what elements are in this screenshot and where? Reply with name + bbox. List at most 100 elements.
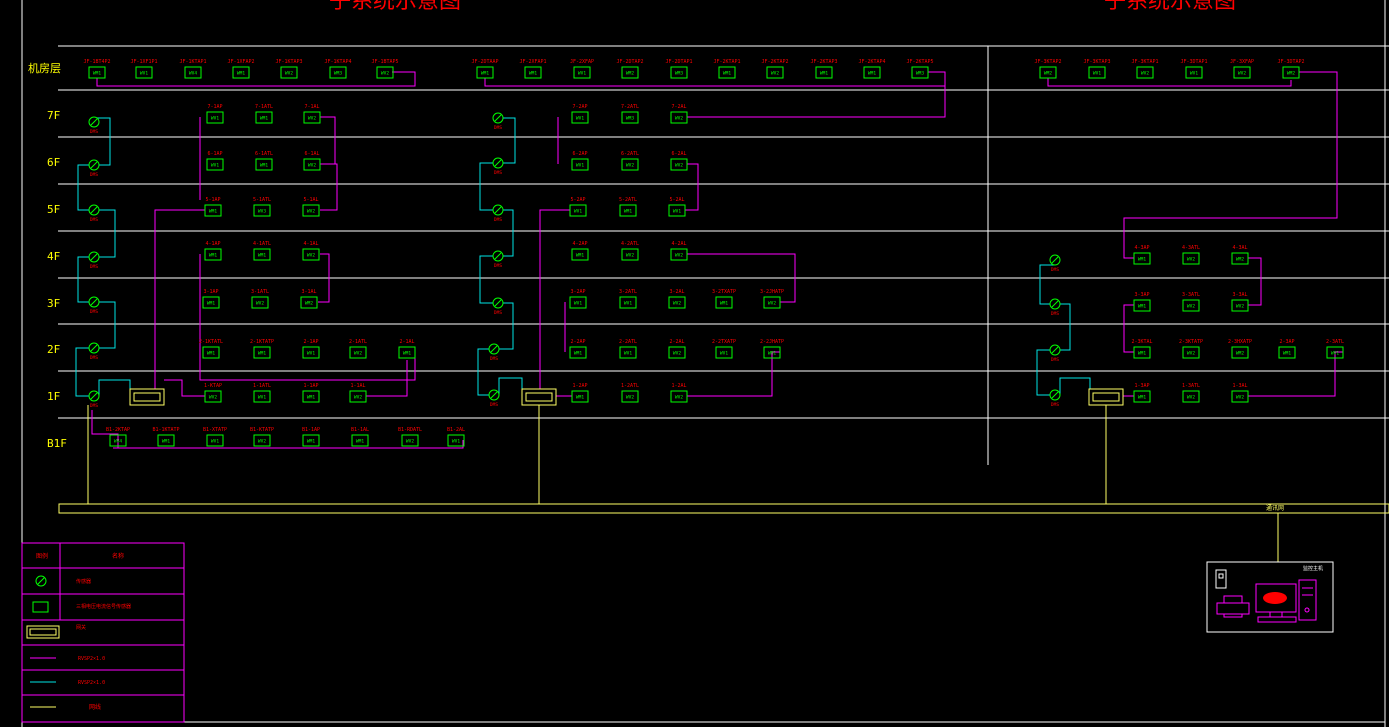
module-code: WV1	[576, 163, 584, 169]
module-label: 1-2ATL	[621, 383, 639, 389]
module-label: JF-1BT4P2	[83, 59, 110, 65]
module-icon	[1182, 299, 1200, 312]
module-code: WM1	[162, 439, 170, 445]
module-code: WM1	[820, 71, 828, 77]
module-icon	[1185, 66, 1203, 79]
module-code: WM1	[768, 351, 776, 357]
module-code: WV2	[675, 163, 683, 169]
module-icon	[1282, 66, 1300, 79]
module-label: 1-3AP	[1134, 383, 1149, 389]
module-label: 1-2AL	[671, 383, 686, 389]
module-label: JF-2DTAAP	[471, 59, 498, 65]
module-icon	[1326, 346, 1344, 359]
monitor-icon	[1255, 583, 1297, 623]
module-icon	[253, 248, 271, 261]
sensor-label: DMS	[494, 310, 502, 316]
module-icon	[1231, 252, 1249, 265]
module-label: 6-2AP	[572, 151, 587, 157]
module-label: 6-1AL	[304, 151, 319, 157]
module-code: WV2	[1236, 304, 1244, 310]
module-label: 1-1AP	[303, 383, 318, 389]
module-code: WM1	[1283, 351, 1291, 357]
host-label: 监控主机	[1303, 565, 1323, 572]
module-label: 2-3KTAL	[1131, 339, 1152, 345]
floor-label-1f: 1F	[47, 390, 60, 403]
cyan-sensor-wiring	[75, 117, 1091, 397]
module-icon	[232, 66, 250, 79]
module-code: WV2	[1236, 395, 1244, 401]
module-icon	[1233, 66, 1251, 79]
module-label: 1-3AL	[1232, 383, 1247, 389]
module-code: WV1	[1190, 71, 1198, 77]
module-icon	[253, 346, 271, 359]
module-icon	[329, 66, 347, 79]
module-icon	[398, 346, 416, 359]
sensor-label: DMS	[494, 170, 502, 176]
module-label: 1-2AP	[572, 383, 587, 389]
module-code: WM1	[258, 351, 266, 357]
module-icon	[815, 66, 833, 79]
gateway-icon	[521, 388, 557, 406]
sensor-icon: DMS	[88, 204, 100, 223]
floor-label-6f: 6F	[47, 156, 60, 169]
module-icon	[302, 434, 320, 447]
module-icon	[251, 296, 269, 309]
module-label: 7-1AP	[207, 104, 222, 110]
module-icon	[204, 204, 222, 217]
module-code: WM2	[626, 71, 634, 77]
module-label: 2-3KTATP	[1179, 339, 1203, 345]
module-label: 5-2AP	[570, 197, 585, 203]
module-label: B1-1AL	[351, 427, 369, 433]
module-label: 6-2ATL	[621, 151, 639, 157]
module-code: WM2	[1236, 351, 1244, 357]
module-label: 3-2AP	[570, 289, 585, 295]
module-label: 3-3ATL	[1182, 292, 1200, 298]
module-label: 5-2ATL	[619, 197, 637, 203]
module-label: 2-2TXATP	[712, 339, 736, 345]
module-label: 2-1AP	[303, 339, 318, 345]
module-label: 4-2ATL	[621, 241, 639, 247]
module-icon	[571, 248, 589, 261]
floor-label-b1f: B1F	[47, 437, 67, 450]
module-code: WV2	[209, 395, 217, 401]
module-label: JF-1XFAP2	[227, 59, 254, 65]
module-code: WV1	[1331, 351, 1339, 357]
module-icon	[1231, 299, 1249, 312]
module-code: WM1	[1138, 257, 1146, 263]
module-icon	[1231, 390, 1249, 403]
module-icon	[621, 111, 639, 124]
module-label: B1-RDATL	[398, 427, 422, 433]
module-code: WV1	[211, 163, 219, 169]
module-icon	[206, 158, 224, 171]
sensor-icon: DMS	[1049, 298, 1061, 317]
sensor-icon: DMS	[88, 159, 100, 178]
module-label: B1-2KTAP	[106, 427, 130, 433]
module-code: WM2	[1044, 71, 1052, 77]
module-icon	[1088, 66, 1106, 79]
module-label: 3-1ATL	[251, 289, 269, 295]
sensor-label: DMS	[1051, 402, 1059, 408]
module-code: WM2	[305, 301, 313, 307]
legend-header-symbol: 图例	[36, 552, 48, 560]
legend-row-name: 网线	[89, 703, 101, 711]
